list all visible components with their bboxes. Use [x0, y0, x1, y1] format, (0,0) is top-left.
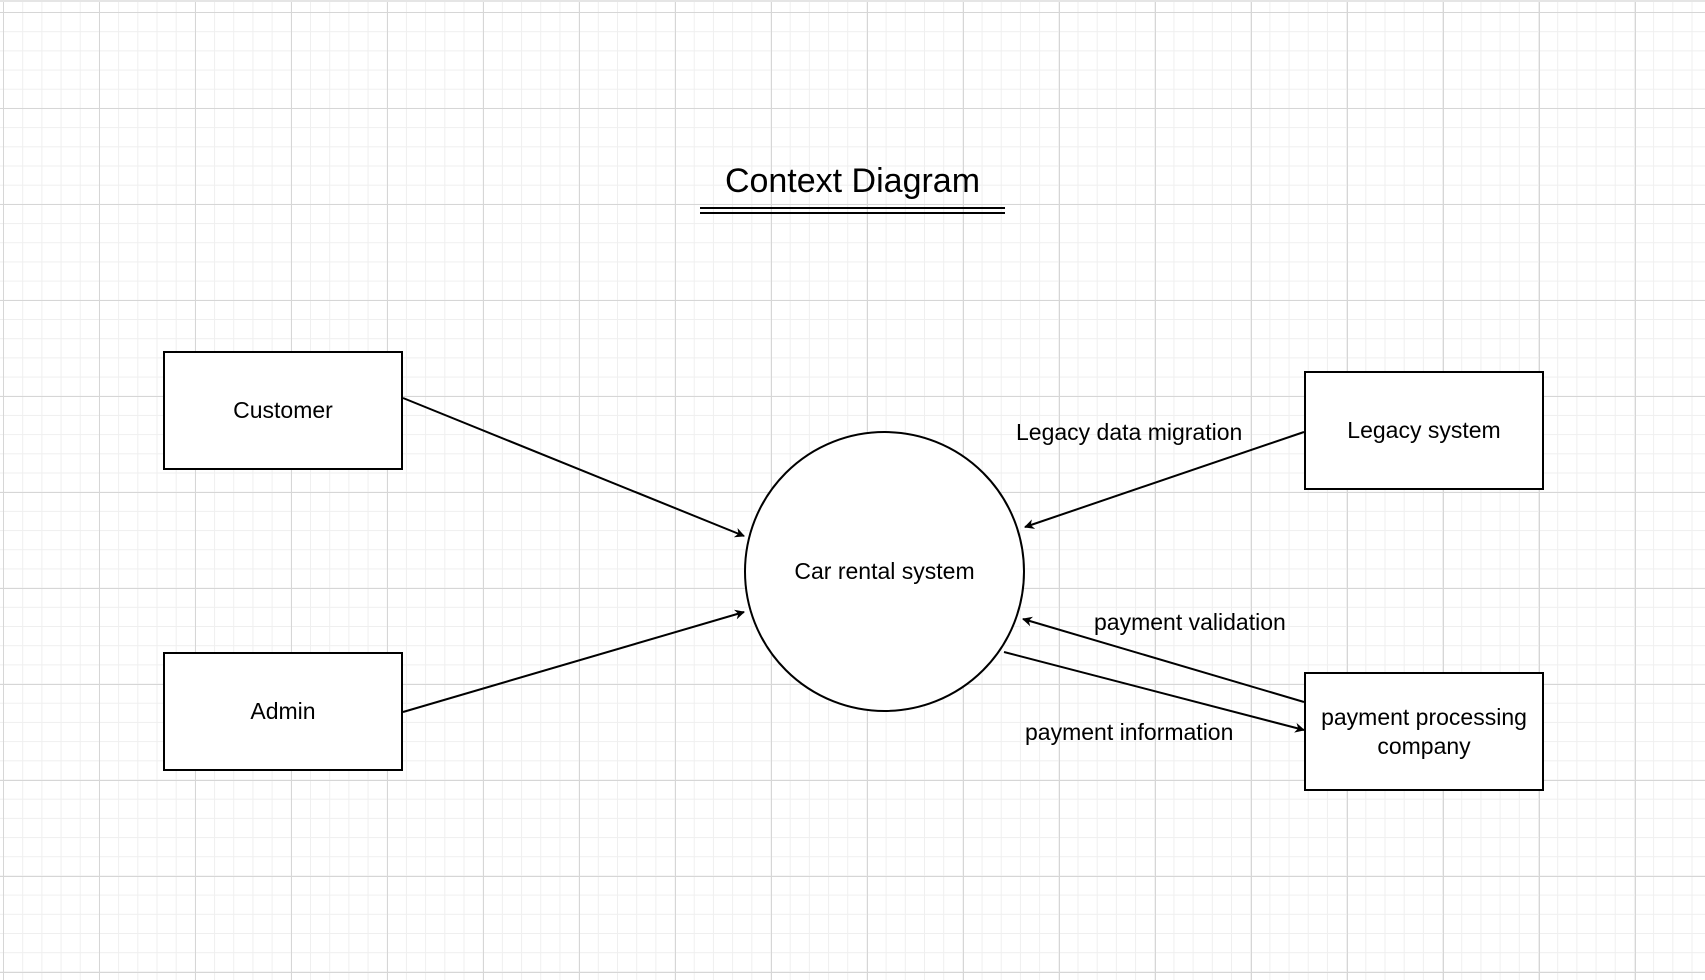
entity-payment-processing-company[interactable]: payment processing company — [1304, 672, 1544, 791]
flow-payment-information[interactable] — [1003, 651, 1305, 733]
title-double-underline — [700, 207, 1005, 214]
process-car-rental-system[interactable]: Car rental system — [744, 431, 1025, 712]
entity-customer[interactable]: Customer — [163, 351, 403, 470]
entity-legacy-system-label: Legacy system — [1347, 417, 1501, 443]
flow-legacy-to-system[interactable] — [1024, 431, 1305, 529]
entity-customer-label: Customer — [233, 397, 333, 423]
flow-admin-to-system[interactable] — [402, 609, 745, 713]
flow-customer-to-system[interactable] — [402, 397, 745, 538]
flow-label-payment-validation: payment validation — [1094, 609, 1286, 635]
flow-label-payment-information: payment information — [1025, 719, 1234, 745]
entity-legacy-system[interactable]: Legacy system — [1304, 371, 1544, 490]
flow-payment-validation[interactable] — [1022, 616, 1305, 703]
process-label: Car rental system — [794, 558, 975, 584]
entity-payment-processing-company-label: payment processing company — [1321, 703, 1527, 759]
entity-admin-label: Admin — [250, 698, 316, 724]
diagram-title: Context Diagram — [724, 162, 981, 200]
entity-admin[interactable]: Admin — [163, 652, 403, 771]
flow-label-legacy-data-migration: Legacy data migration — [1016, 419, 1243, 445]
